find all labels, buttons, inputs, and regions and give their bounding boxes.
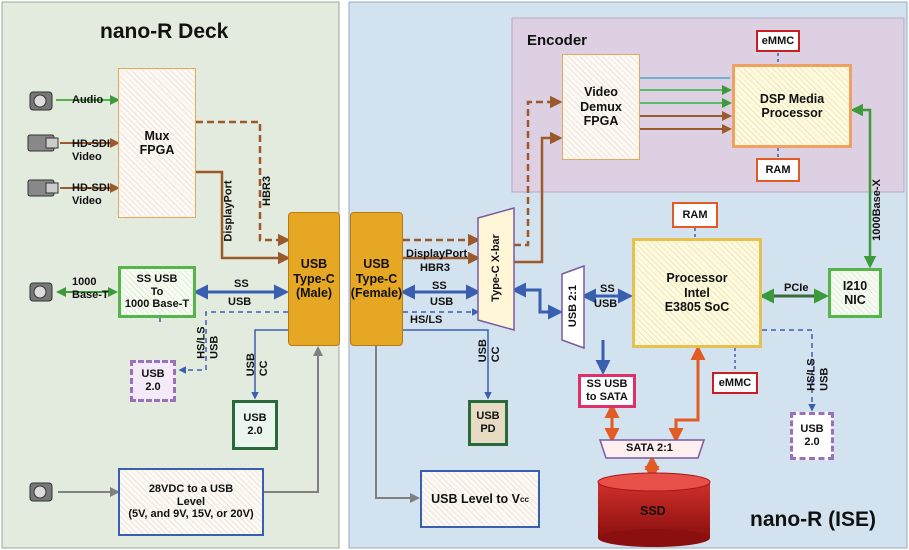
- dsp-media-processor: DSP Media Processor: [732, 64, 852, 148]
- usb-cc-right-label: USB CC: [476, 339, 502, 363]
- usb-cpu-label: USB: [594, 298, 618, 310]
- nic-text: I210 NIC: [842, 278, 868, 307]
- ethernet-connector-icon: [29, 282, 53, 302]
- usb-label-left: USB: [228, 296, 252, 308]
- usb20-mid: USB 2.0: [232, 400, 278, 450]
- hdsdi-connector-1-icon: [27, 134, 59, 152]
- hsls-usb-left-label: HS/LS USB: [195, 326, 221, 359]
- usb20-mid-text: USB 2.0: [243, 412, 267, 437]
- displayport-h-label: DisplayPort: [406, 248, 468, 260]
- ss-usb-1000-text: SS USB To 1000 Base-T: [124, 273, 190, 311]
- audio-connector-icon: [29, 91, 53, 111]
- deck-title: nano-R Deck: [100, 20, 229, 43]
- processor-text: Processor Intel E3805 SoC: [664, 271, 730, 315]
- usb21-shape: [561, 264, 585, 350]
- ram-cpu-text: RAM: [682, 209, 708, 221]
- usb-label-right: USB: [430, 296, 454, 308]
- ss-label-right: SS: [432, 280, 447, 292]
- usb-level-vcc-sub: cc: [520, 494, 529, 504]
- ethernet-label: 1000 Base-T: [72, 276, 109, 301]
- ss-usb-sata-text: SS USB to SATA: [586, 378, 628, 403]
- hbr3-h-label: HBR3: [420, 262, 450, 274]
- sata21-shape: [598, 439, 706, 459]
- usb-c-male-text: USB Type-C (Male): [293, 257, 335, 301]
- video-demux-fpga: Video Demux FPGA: [562, 54, 640, 160]
- usb-pd: USB PD: [468, 400, 508, 446]
- usb20-left-text: USB 2.0: [141, 368, 165, 393]
- typec-xbar-label: Type-C X-bar: [489, 234, 502, 302]
- mux-fpga: Mux FPGA: [118, 68, 196, 218]
- pcie-label: PCIe: [784, 282, 809, 294]
- usb21-label: USB 2:1: [567, 284, 580, 328]
- emmc-top: eMMC: [756, 30, 800, 52]
- processor-intel: Processor Intel E3805 SoC: [632, 238, 762, 348]
- power-converter-text: 28VDC to a USB Level (5V, and 9V, 15V, o…: [128, 483, 254, 521]
- usb20-right: USB 2.0: [790, 412, 834, 460]
- emmc-cpu: eMMC: [712, 372, 758, 394]
- usb-c-male: USB Type-C (Male): [288, 212, 340, 346]
- ss-cpu-label: SS: [600, 283, 615, 295]
- ss-usb-1000: SS USB To 1000 Base-T: [118, 266, 196, 318]
- hdsdi-connector-2-icon: [27, 179, 59, 197]
- hsls-usb-right-label: HS/LS USB: [805, 358, 831, 391]
- usb-cc-left-label: USB CC: [244, 353, 270, 377]
- typec-xbar-shape: [477, 207, 515, 331]
- hsls-label-right: HS/LS: [410, 314, 443, 326]
- hdsdi-label-2: HD-SDI Video: [72, 182, 110, 207]
- emmc-cpu-text: eMMC: [718, 377, 752, 389]
- ss-label-left: SS: [234, 278, 249, 290]
- ss-usb-sata: SS USB to SATA: [578, 374, 636, 408]
- usb20-left: USB 2.0: [130, 360, 176, 402]
- hbr3-vertical-label: HBR3: [260, 176, 273, 206]
- ram-encoder-text: RAM: [765, 164, 791, 176]
- power-converter: 28VDC to a USB Level (5V, and 9V, 15V, o…: [118, 468, 264, 536]
- usb-level-vcc-text: USB Level to V: [431, 492, 520, 506]
- usb-c-female-text: USB Type-C (Female): [350, 257, 403, 301]
- video-demux-text: Video Demux FPGA: [580, 85, 622, 129]
- ssd-cylinder: [597, 472, 711, 547]
- displayport-vertical-label: DisplayPort: [222, 180, 235, 242]
- hdsdi-label-1: HD-SDI Video: [72, 138, 110, 163]
- dsp-text: DSP Media Processor: [759, 91, 825, 120]
- sata21-label: SATA 2:1: [626, 442, 673, 454]
- audio-label: Audio: [72, 94, 104, 106]
- mux-fpga-text: Mux FPGA: [139, 128, 175, 157]
- base-x-label: 1000Base-X: [870, 179, 883, 241]
- encoder-title: Encoder: [527, 32, 588, 49]
- ise-title: nano-R (ISE): [750, 508, 876, 531]
- ssd-label: SSD: [640, 504, 666, 518]
- usb-c-female: USB Type-C (Female): [350, 212, 403, 346]
- usb20-right-text: USB 2.0: [800, 423, 824, 448]
- ram-cpu: RAM: [672, 202, 718, 228]
- emmc-top-text: eMMC: [761, 35, 795, 47]
- usb-pd-text: USB PD: [476, 410, 500, 435]
- power-connector-icon: [29, 482, 53, 502]
- ram-encoder: RAM: [756, 158, 800, 182]
- i210-nic: I210 NIC: [828, 268, 882, 318]
